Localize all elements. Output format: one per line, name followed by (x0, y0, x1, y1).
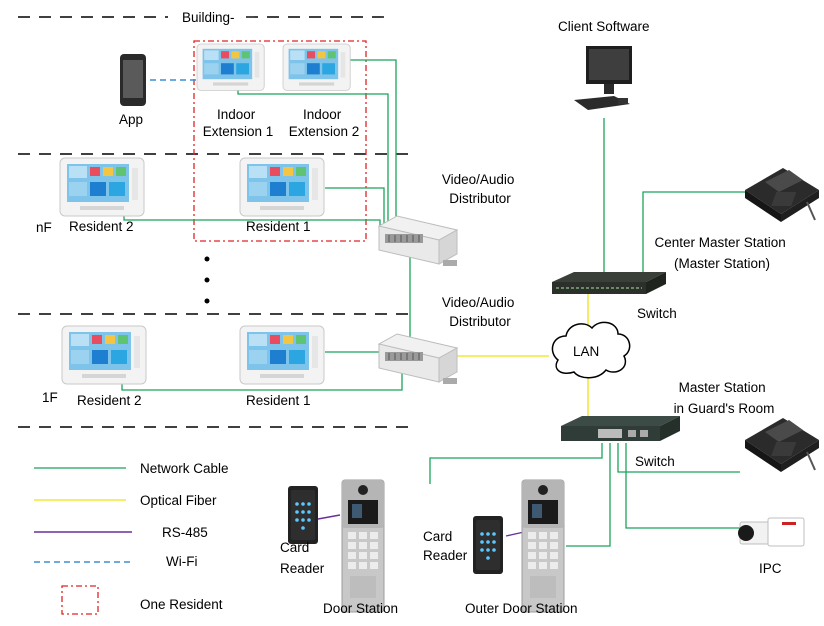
card-reader-left-icon (288, 486, 318, 544)
center-master-station-icon (744, 167, 820, 223)
distributor-top-icon (378, 215, 458, 267)
legend-wifi: Wi-Fi (166, 554, 197, 569)
nf-resident-2-label: Resident 2 (69, 219, 134, 234)
one-resident-boundary (193, 40, 367, 242)
nf-resident-1-label: Resident 1 (246, 219, 311, 234)
legend-network-cable: Network Cable (140, 461, 229, 476)
smartphone-icon (120, 54, 146, 106)
ipc-camera-icon (738, 517, 805, 547)
computer-icon (574, 46, 632, 110)
door-station-label: Door Station (323, 601, 398, 616)
guard-master-station-icon (744, 417, 820, 473)
f1-resident-1-label: Resident 1 (246, 393, 311, 408)
outer-door-station-label: Outer Door Station (465, 601, 578, 616)
outer-door-station-icon (521, 479, 565, 613)
app-label: App (119, 112, 143, 127)
legend-rs485: RS-485 (162, 525, 208, 540)
switch-top-icon (552, 272, 666, 294)
door-station-icon (341, 479, 385, 613)
lan-label: LAN (573, 344, 599, 359)
indoor-extension-1-label: Indoor Extension 1 (203, 107, 274, 139)
switch-bottom-label: Switch (635, 454, 675, 469)
floor-separators (18, 16, 410, 428)
more-floors-ellipsis (204, 256, 210, 304)
distributor-bottom-label: Video/Audio Distributor (442, 295, 518, 329)
ipc-label: IPC (759, 561, 782, 576)
rs485-cable-outer (505, 531, 525, 537)
indoor-extension-2-label: Indoor Extension 2 (289, 107, 360, 139)
legend: Network Cable Optical Fiber RS-485 Wi-Fi… (34, 461, 229, 615)
nf-resident-2-monitor-icon (59, 157, 145, 217)
rs485-cable (317, 514, 341, 520)
f1-resident-2-monitor-icon (61, 325, 147, 385)
indoor-extension-2-icon (282, 43, 351, 91)
nf-resident-1-monitor-icon (239, 157, 325, 217)
switch-bottom-icon (561, 416, 680, 441)
distributor-bottom-icon (378, 333, 458, 385)
card-reader-right-label: Card Reader (423, 529, 468, 563)
switch-top-label: Switch (637, 306, 677, 321)
indoor-extension-1-icon (196, 43, 265, 91)
card-reader-left-label: Card Reader (280, 540, 325, 576)
master-guard-label: Master Station in Guard's Room (674, 380, 775, 416)
f1-floor-label: 1F (42, 390, 58, 405)
legend-optical-fiber: Optical Fiber (140, 493, 217, 508)
center-master-station-label: Center Master Station (Master Station) (654, 235, 789, 271)
legend-one-resident: One Resident (140, 597, 223, 612)
distributor-top-label: Video/Audio Distributor (442, 172, 518, 206)
card-reader-right-icon (473, 516, 503, 574)
nf-floor-label: nF (36, 220, 52, 235)
client-software-label: Client Software (558, 19, 650, 34)
f1-resident-1-monitor-icon (239, 325, 325, 385)
lan-cloud-icon (551, 321, 631, 379)
building-label: Building- (182, 10, 235, 25)
network-cables (121, 59, 745, 547)
f1-resident-2-label: Resident 2 (77, 393, 142, 408)
